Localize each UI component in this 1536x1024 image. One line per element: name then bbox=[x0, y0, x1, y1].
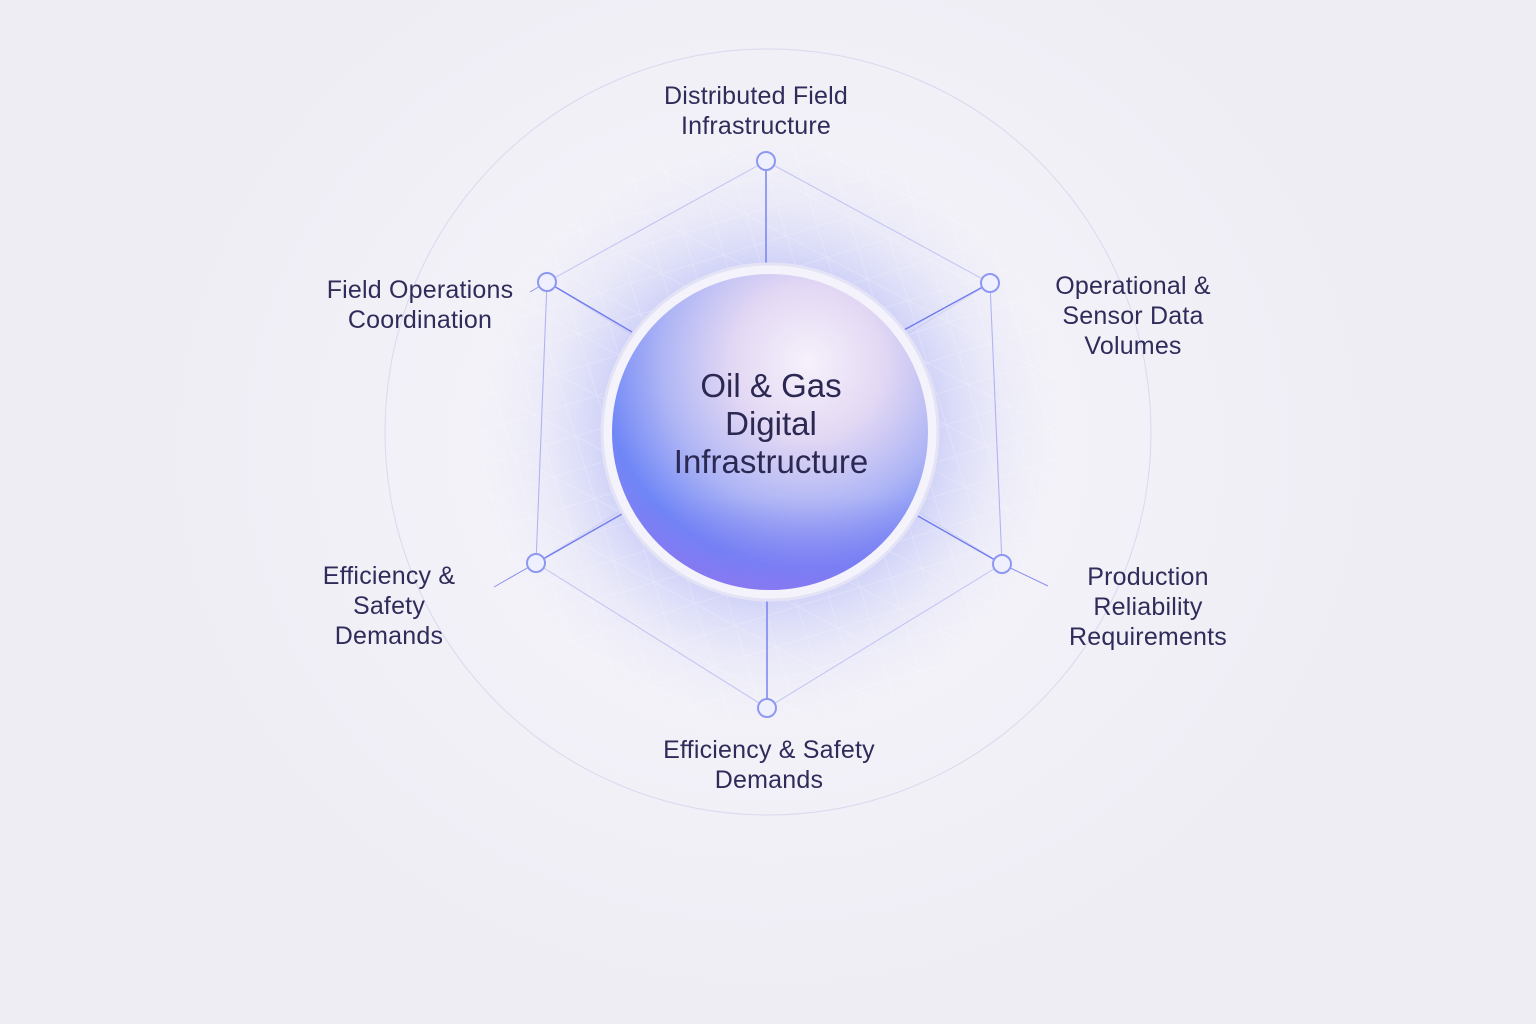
cross-line bbox=[989, 282, 1003, 565]
center-title: Oil & Gas Digital Infrastructure bbox=[673, 367, 869, 480]
spoke-lower-right bbox=[917, 515, 1003, 565]
center-sphere-shade bbox=[612, 274, 928, 590]
spoke-upper-left bbox=[546, 281, 633, 333]
node-dot-bottom bbox=[757, 698, 777, 718]
node-label-lower-right: Production Reliability Requirements bbox=[1068, 563, 1228, 651]
node-label-upper-left: Field Operations Coordination bbox=[326, 276, 514, 334]
outer-orbit-ring bbox=[384, 48, 1152, 816]
node-label-bottom: Efficiency & Safety Demands bbox=[663, 736, 875, 794]
node-dot-upper-right bbox=[980, 273, 1000, 293]
node-dot-upper-left bbox=[537, 272, 557, 292]
node-dot-lower-left bbox=[526, 553, 546, 573]
node-dot-top bbox=[756, 151, 776, 171]
cross-line bbox=[535, 281, 548, 564]
spoke-upper-right bbox=[903, 282, 991, 331]
node-dots bbox=[526, 151, 1012, 718]
spoke-lower-left bbox=[535, 513, 623, 564]
node-label-upper-right: Operational & Sensor Data Volumes bbox=[1055, 272, 1211, 360]
node-dot-lower-right bbox=[992, 554, 1012, 574]
node-label-top: Distributed Field Infrastructure bbox=[663, 82, 849, 140]
node-label-lower-left: Efficiency & Safety Demands bbox=[322, 562, 456, 650]
